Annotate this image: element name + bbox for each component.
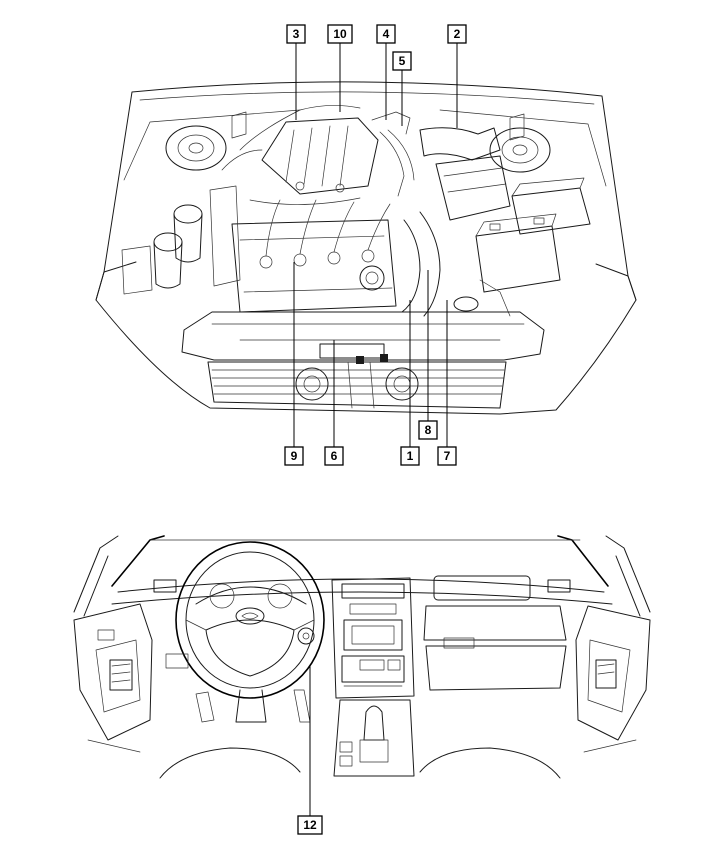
callout-5: 5: [392, 51, 412, 71]
callout-6: 6: [324, 446, 344, 466]
engine-bay-leaders: [293, 43, 458, 447]
engine-bay-drawing: [95, 81, 637, 415]
callout-8: 8: [418, 420, 438, 440]
engine-block: [231, 219, 397, 313]
callout-9-label: 9: [291, 449, 298, 463]
callout-7: 7: [437, 446, 457, 466]
interior-drawing: [73, 535, 651, 779]
callout-12-label: 12: [303, 818, 317, 832]
radiator-support: [181, 311, 545, 361]
callout-2-label: 2: [454, 27, 461, 41]
left-door-panel: [73, 603, 153, 741]
intake-manifold: [261, 117, 379, 195]
callout-5-label: 5: [399, 54, 406, 68]
center-stack: [331, 577, 415, 699]
left-strut-tower: [165, 111, 247, 171]
callout-10-label: 10: [333, 27, 347, 41]
callout-3: 3: [286, 24, 306, 44]
callout-1-label: 1: [407, 449, 414, 463]
callout-12: 12: [297, 815, 323, 835]
air-cleaner: [419, 127, 511, 221]
passenger-dash: [423, 575, 567, 691]
left-reservoirs: [121, 185, 241, 295]
right-door-panel: [575, 605, 651, 741]
callout-7-label: 7: [444, 449, 451, 463]
battery: [475, 213, 561, 293]
callout-6-label: 6: [331, 449, 338, 463]
callout-4: 4: [376, 24, 396, 44]
right-strut-tower: [489, 113, 551, 173]
callout-4-label: 4: [383, 27, 390, 41]
callout-10: 10: [327, 24, 353, 44]
callout-9: 9: [284, 446, 304, 466]
callout-2: 2: [447, 24, 467, 44]
callout-8-label: 8: [425, 423, 432, 437]
callout-1: 1: [400, 446, 420, 466]
steering-wheel: [175, 541, 325, 699]
callout-3-label: 3: [293, 27, 300, 41]
center-console: [333, 699, 415, 777]
